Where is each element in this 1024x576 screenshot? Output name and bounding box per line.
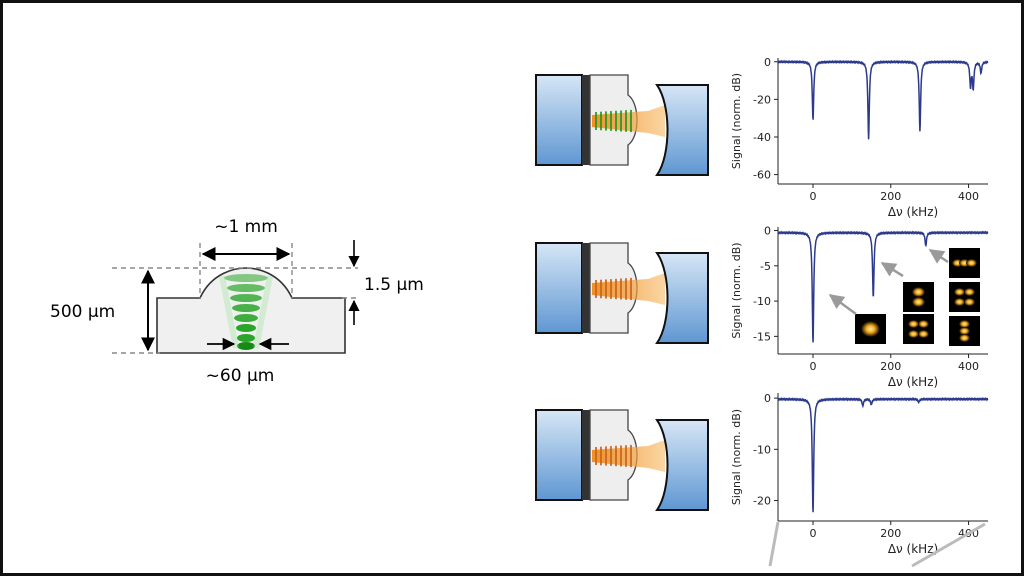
x-axis-label: Δν (kHz) — [888, 375, 938, 389]
curved-mirror — [655, 252, 709, 344]
y-tick-label: -20 — [753, 93, 771, 106]
x-tick-label: 0 — [810, 360, 817, 373]
spot-label: ~60 µm — [206, 366, 275, 386]
flat-mirror — [535, 242, 583, 334]
cavity-schematics — [535, 74, 709, 511]
x-tick-label: 0 — [810, 527, 817, 540]
pointer-arrow — [880, 261, 904, 278]
figure-canvas: ~1 mm 1.5 µm 500 µm ~60 µm 0 -20 -40 -60 0 20… — [50, 56, 989, 568]
y-tick-label: -40 — [753, 131, 771, 144]
mode-inset-tem11 — [949, 282, 980, 312]
y-axis-label: Signal (norm. dB) — [730, 242, 743, 338]
curved-mirror — [655, 419, 709, 511]
mode-lobe — [954, 298, 965, 306]
laser-beam — [592, 105, 665, 137]
mode-lobe — [908, 320, 919, 328]
mode-inset-tem02 — [949, 316, 980, 346]
green-mode-pattern — [219, 274, 273, 350]
height-label: 1.5 µm — [364, 275, 424, 295]
x-tick-label: 0 — [810, 190, 817, 203]
mode-lobe — [964, 298, 975, 306]
y-tick-label: -10 — [753, 443, 771, 456]
mode-lobe — [912, 297, 925, 307]
y-tick-label: -60 — [753, 169, 771, 182]
width-label: ~1 mm — [214, 217, 278, 237]
x-tick-label: 200 — [880, 527, 901, 540]
mode-inset-tem10 — [903, 282, 934, 312]
connector-line-right — [911, 522, 986, 568]
mode-lobe — [912, 287, 925, 297]
mode-inset-tem00 — [855, 314, 886, 344]
y-tick-label: 0 — [764, 392, 771, 405]
y-tick-label: 0 — [764, 225, 771, 238]
x-tick-label: 200 — [880, 360, 901, 373]
y-tick-label: -10 — [753, 295, 771, 308]
mode-lobe — [908, 330, 919, 338]
mode-lobe — [918, 320, 929, 328]
dashed-guides — [112, 243, 360, 354]
cavity-3 — [535, 409, 709, 511]
y-tick-label: -15 — [753, 330, 771, 343]
mode-lobe — [959, 327, 970, 335]
x-tick-label: 200 — [880, 190, 901, 203]
mode-lobe — [954, 288, 965, 296]
mode-inset-tem01 — [903, 314, 934, 344]
mirror-coating — [582, 243, 590, 333]
y-tick-label: -5 — [760, 260, 771, 273]
spectrum-chart-2: 0 -5 -10 -15 0 200 400 Δν (kHz) Signal (norm. dB… — [730, 225, 989, 389]
x-axis-label: Δν (kHz) — [888, 542, 938, 556]
spectrum-chart-3: 0-10-200200400Δν (kHz)Signal (norm. dB) — [730, 392, 989, 556]
mode-insets — [828, 248, 980, 346]
y-tick-label: 0 — [764, 56, 771, 69]
mirror-coating — [582, 75, 590, 165]
spectrum-trace — [777, 396, 989, 513]
spectrum-trace — [777, 230, 989, 343]
inset-background — [903, 314, 934, 344]
y-axis-label: Signal (norm. dB) — [730, 409, 743, 505]
cavity-1 — [535, 74, 709, 176]
laser-beam — [592, 440, 665, 472]
spectra-charts: 0 -20 -40 -60 0 200 400 Δν (kHz) Signal (norm. d… — [730, 56, 989, 556]
spectrum-trace — [777, 59, 989, 140]
x-tick-label: 400 — [958, 190, 979, 203]
flat-mirror — [535, 74, 583, 166]
mode-lobe — [959, 334, 970, 342]
thickness-label: 500 µm — [50, 302, 115, 322]
x-axis-label: Δν (kHz) — [888, 205, 938, 219]
dome-diagram: ~1 mm 1.5 µm 500 µm ~60 µm — [50, 217, 424, 386]
pointer-arrow — [828, 293, 857, 316]
flat-mirror — [535, 409, 583, 501]
mode-lobe — [966, 259, 977, 267]
mode-lobe — [964, 288, 975, 296]
spectrum-chart-1: 0 -20 -40 -60 0 200 400 Δν (kHz) Signal (norm. d… — [730, 56, 989, 219]
laser-beam — [592, 273, 665, 305]
pointer-arrow — [928, 248, 949, 264]
mode-lobe — [918, 330, 929, 338]
mode-inset-tem20 — [949, 248, 980, 278]
curved-mirror — [655, 84, 709, 176]
mirror-coating — [582, 410, 590, 500]
y-tick-label: -20 — [753, 495, 771, 508]
mode-lobe — [861, 321, 880, 337]
cavity-2 — [535, 242, 709, 344]
mode-lobe — [959, 320, 970, 328]
inset-background — [949, 282, 980, 312]
connector-line-left — [768, 521, 780, 567]
x-tick-label: 400 — [958, 360, 979, 373]
y-axis-label: Signal (norm. dB) — [730, 73, 743, 169]
